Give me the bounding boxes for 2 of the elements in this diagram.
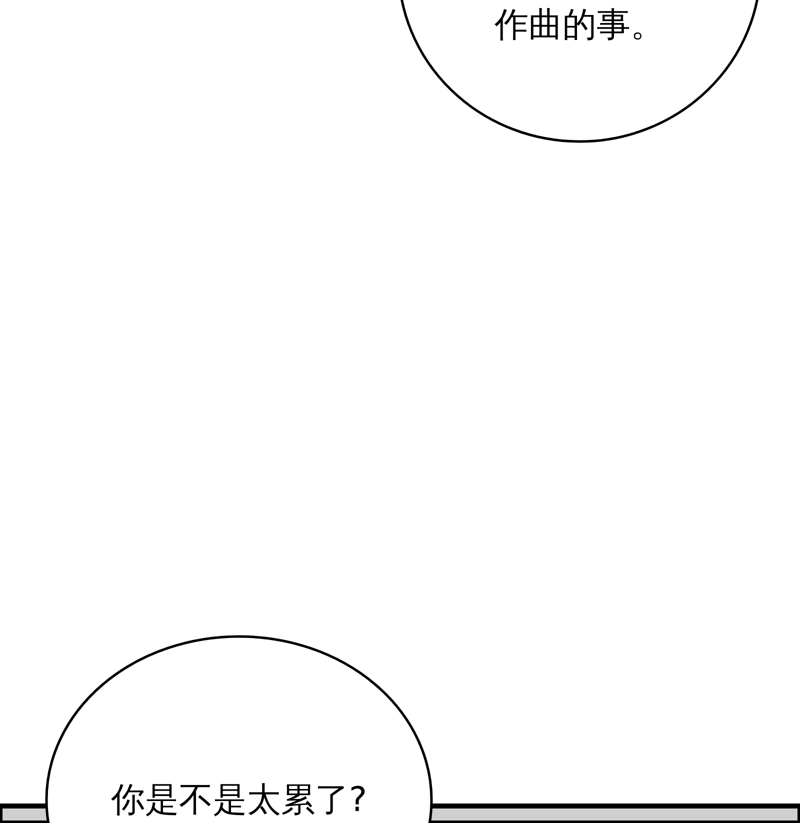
dialogue-text: 你是不是太累了? — [110, 779, 368, 822]
dialogue-text: 作曲的事。 — [494, 4, 666, 47]
